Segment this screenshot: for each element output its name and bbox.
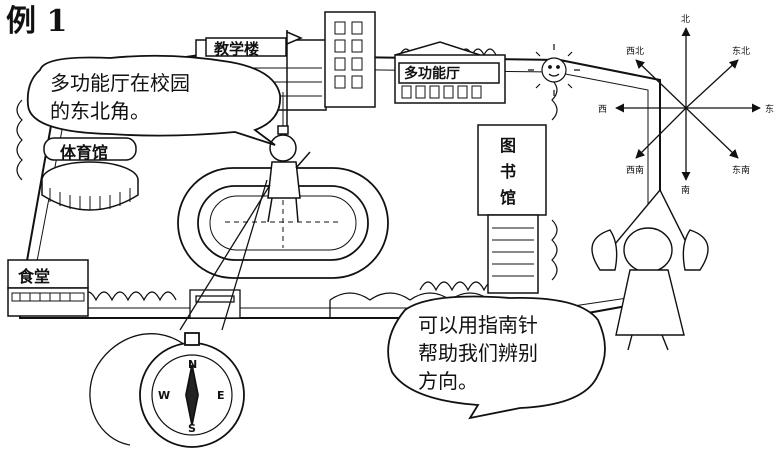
compass-w-letter: W [158,389,171,402]
speech-bubble-bottom-right [387,295,606,420]
fairy-figure [591,188,709,351]
compass-device [89,332,245,448]
bubble-bottom-right-line-1: 可以用指南针 [418,313,538,337]
teaching-building-label: 教学楼 [214,40,260,58]
library-label-2: 书 [500,162,517,181]
boy-figure [179,92,311,331]
rose-east-label: 东 [765,105,775,115]
hall-label: 多功能厅 [404,66,460,82]
rose-west-label: 西 [598,105,608,115]
compass-needle [185,364,199,426]
canteen-label: 食堂 [18,267,51,286]
rose-northeast-label: 东北 [732,47,751,57]
gymnasium [41,137,139,211]
library-label-1: 图 [500,136,517,155]
direction-rose [615,27,761,181]
gym-label: 体育馆 [60,143,109,162]
sun-icon [528,44,580,96]
page-title: 例 1 [6,4,68,39]
canteen-building [7,259,89,317]
compass-s-letter: S [188,422,196,435]
bubble-bottom-right-line-2: 帮助我们辨别 [418,341,538,365]
bubble-top-left-line-1: 多功能厅在校园 [50,71,190,95]
library-building [477,124,547,294]
rose-southwest-label: 西南 [626,166,645,176]
rose-northwest-label: 西北 [626,47,645,57]
bubble-top-left-line-2: 的东北角。 [50,99,150,123]
library-label-3: 馆 [500,188,517,207]
speech-bubble-top-left [26,54,281,146]
rose-north-label: 北 [681,15,691,25]
compass-n-letter: N [188,358,198,371]
compass-e-letter: E [217,389,225,402]
rose-southeast-label: 东南 [732,166,751,176]
rose-south-label: 南 [681,186,691,196]
multi-function-hall [394,41,506,104]
bubble-bottom-right-line-3: 方向。 [418,369,478,393]
